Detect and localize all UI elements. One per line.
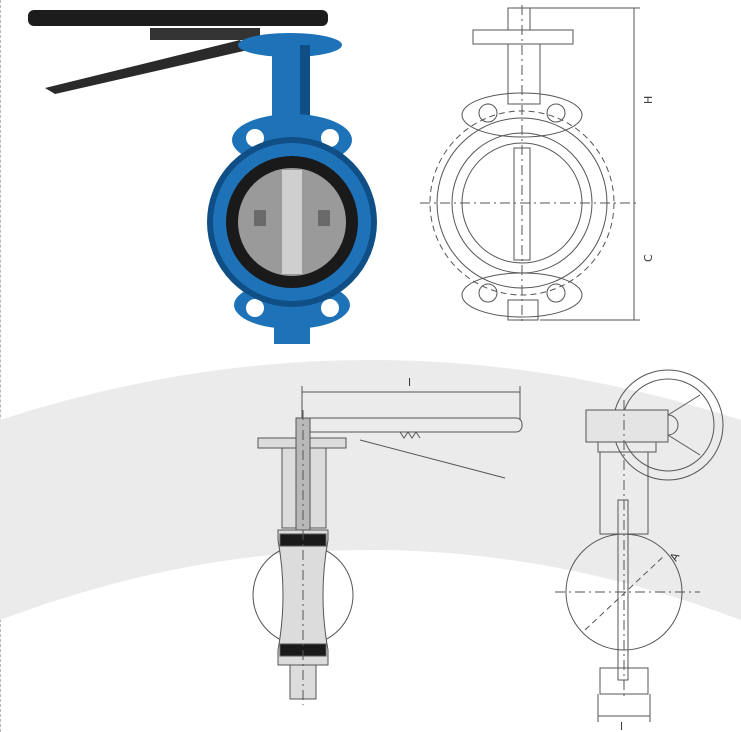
bottom-stub [274,300,310,344]
front-bottom-stub [507,299,539,321]
front-neck [507,43,541,105]
valve-photo [28,10,377,344]
disc-hub [282,170,302,274]
front-lug-hole [546,283,566,303]
front-stem-cap [507,7,531,31]
disc-mark-right [318,210,330,226]
lever-dim-l: l [408,376,411,389]
lever-spring [399,431,421,439]
lug-hole [246,129,264,147]
gear-stem [617,499,629,681]
disc-mark-left [254,210,266,226]
front-dim-h: H [642,96,655,104]
lug-hole [321,299,339,317]
body-ring-shade [207,137,377,307]
lever-view-drawing [252,386,523,705]
lug-hole [321,129,339,147]
front-top-flange [472,29,574,45]
lug-hole [246,299,264,317]
neck-shade [300,45,310,135]
front-dim-c: C [642,254,655,262]
front-lug-hole [546,103,566,123]
gear-dim-l: l [620,720,623,732]
lever-lower-arm [359,439,506,479]
background-arc-band [0,360,741,620]
handle-top-bar [28,10,328,26]
front-disc-hub [513,147,531,261]
handle-latch [150,28,260,40]
front-lug-hole [478,103,498,123]
front-view-drawing [420,5,640,325]
handle-lower-lever [45,40,248,94]
handwheel-spoke [667,434,701,456]
gearbox [585,409,669,443]
gear-view-drawing [555,369,724,722]
front-lug-hole [478,283,498,303]
handwheel-spoke [667,394,701,416]
